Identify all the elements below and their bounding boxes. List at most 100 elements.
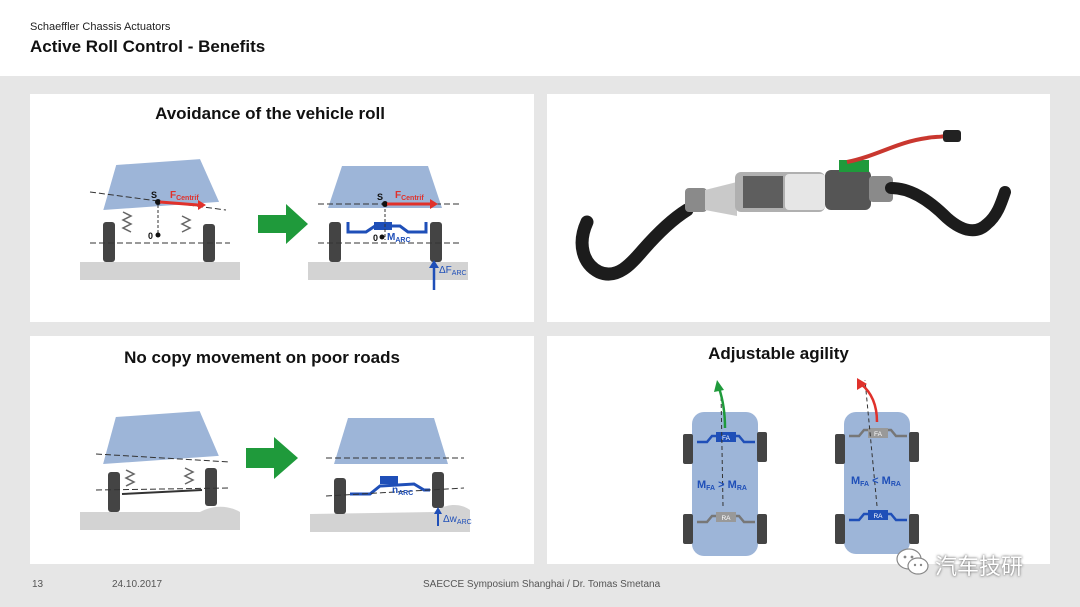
anti-roll-bar — [121, 489, 203, 495]
roll-actuator — [374, 222, 392, 230]
front-axle-label: FA — [722, 435, 731, 442]
cable-plug — [943, 130, 961, 142]
transition-arrow — [258, 204, 308, 244]
spring — [180, 215, 192, 233]
bar-coupling-right — [869, 176, 893, 202]
motor-housing — [785, 174, 825, 210]
center-of-gravity-dot — [382, 201, 388, 207]
center-of-gravity-label: S — [377, 192, 383, 202]
car-body — [334, 418, 448, 464]
car-body — [103, 159, 220, 211]
roll-avoidance-diagram: S 0 FCentrif S 0 FCentrif MARC — [80, 159, 468, 290]
sensor-connector — [839, 160, 869, 172]
wheel — [835, 434, 845, 464]
wheel — [430, 222, 442, 262]
poor-road-surface — [80, 506, 240, 530]
wheel — [205, 468, 217, 506]
roll-actuator-illustration — [575, 130, 1011, 281]
road-surface — [80, 262, 240, 280]
agility-diagram: FA RA MFA > MRA FA RA MFA < MRA — [683, 378, 919, 556]
decoupled-car-illustration: nARC ΔwARC — [310, 418, 472, 532]
center-of-gravity-dot — [155, 199, 161, 205]
trajectory-arrowhead — [714, 380, 724, 392]
moment-relation-label: MFA < MRA — [851, 475, 901, 488]
front-actuator — [868, 428, 888, 438]
rear-actuator — [716, 512, 736, 522]
bar-coupling-left — [685, 188, 707, 212]
moment-relation-label: MFA > MRA — [697, 479, 747, 492]
copy-movement-panel: No copy movement on poor roads — [30, 336, 534, 564]
transition-arrow — [246, 437, 298, 479]
stabilized-car-illustration: S 0 FCentrif MARC ΔFARC — [308, 166, 468, 290]
poor-road-surface — [310, 505, 470, 532]
rear-axle-label: RA — [873, 513, 883, 520]
arc-force-arrowhead — [429, 260, 439, 268]
wheel — [909, 514, 919, 544]
copy-movement-title: No copy movement on poor roads — [124, 348, 400, 367]
stabilizer-bar-right — [885, 182, 1011, 237]
wheel — [683, 514, 693, 544]
wechat-watermark: 汽车技研 — [895, 545, 1065, 580]
roll-center-label: 0 — [148, 231, 153, 241]
wheel — [683, 434, 693, 464]
car-top-view-right: FA RA MFA < MRA — [835, 378, 919, 554]
slide-header: Schaeffler Chassis Actuators Active Roll… — [0, 0, 1080, 76]
roll-center-dot — [379, 234, 385, 240]
stabilizer-bar-left — [575, 203, 694, 281]
wheel — [103, 222, 115, 262]
arc-force-label: ΔFARC — [439, 265, 467, 277]
wheel — [909, 432, 919, 462]
roll-avoidance-panel: Avoidance of the vehicle roll S 0 FCentr… — [30, 94, 534, 322]
spring — [124, 469, 136, 487]
agility-title: Adjustable agility — [708, 344, 849, 363]
car-body — [328, 166, 442, 208]
page-number: 13 — [32, 579, 44, 590]
event-credit: SAECCE Symposium Shanghai / Dr. Tomas Sm… — [423, 579, 661, 590]
slide-subtitle: Schaeffler Chassis Actuators — [30, 21, 171, 33]
centrifugal-force-arrowhead — [430, 199, 438, 209]
spring — [121, 211, 133, 233]
rolled-car-illustration: S 0 FCentrif — [80, 159, 240, 280]
roll-actuator — [380, 476, 398, 484]
wheel — [108, 472, 120, 512]
wheel — [835, 514, 845, 544]
straight-line-path — [864, 379, 878, 507]
watermark-text: 汽车技研 — [935, 555, 1024, 580]
straight-line-path — [720, 391, 724, 507]
slide-title: Active Roll Control - Benefits — [30, 37, 266, 56]
wechat-icon — [896, 548, 929, 575]
arc-moment-label: MARC — [387, 232, 411, 244]
spring — [183, 467, 195, 485]
center-of-gravity-label: S — [151, 190, 157, 200]
front-actuator — [716, 432, 736, 442]
rear-actuator — [868, 510, 888, 520]
arc-displacement-arrowhead — [434, 507, 442, 514]
copy-movement-diagram: nARC ΔwARC — [80, 411, 472, 532]
power-cable — [846, 132, 951, 164]
wheel — [329, 222, 341, 262]
agility-panel: Adjustable agility FA RA MFA > MRA — [547, 336, 1050, 564]
wheel — [334, 478, 346, 514]
actuator-cutaway — [743, 176, 783, 208]
actuator-photo-panel — [547, 94, 1050, 322]
wheel-axis-line — [95, 487, 231, 491]
wheel-axis-line — [325, 487, 465, 497]
roll-avoidance-title: Avoidance of the vehicle roll — [155, 104, 385, 123]
centrifugal-force-arrowhead — [198, 200, 206, 210]
rear-axle-label: RA — [721, 515, 731, 522]
wheel — [757, 432, 767, 462]
centrifugal-force-label: FCentrif — [170, 190, 199, 202]
body-axis-line — [95, 453, 231, 463]
arc-speed-label: nARC — [392, 485, 413, 497]
front-axle-label: FA — [874, 431, 883, 438]
car-top-view-left: FA RA MFA > MRA — [683, 380, 767, 556]
trajectory-arrowhead — [857, 378, 867, 390]
wheel — [757, 514, 767, 544]
centrifugal-force-label: FCentrif — [395, 190, 424, 202]
motor-end-cap — [825, 170, 871, 210]
roll-center-label: 0 — [373, 233, 378, 243]
uncontrolled-car-illustration — [80, 411, 240, 530]
trajectory-arrow — [717, 387, 727, 429]
centrifugal-force-arrow — [159, 200, 199, 207]
car-body — [103, 411, 219, 465]
